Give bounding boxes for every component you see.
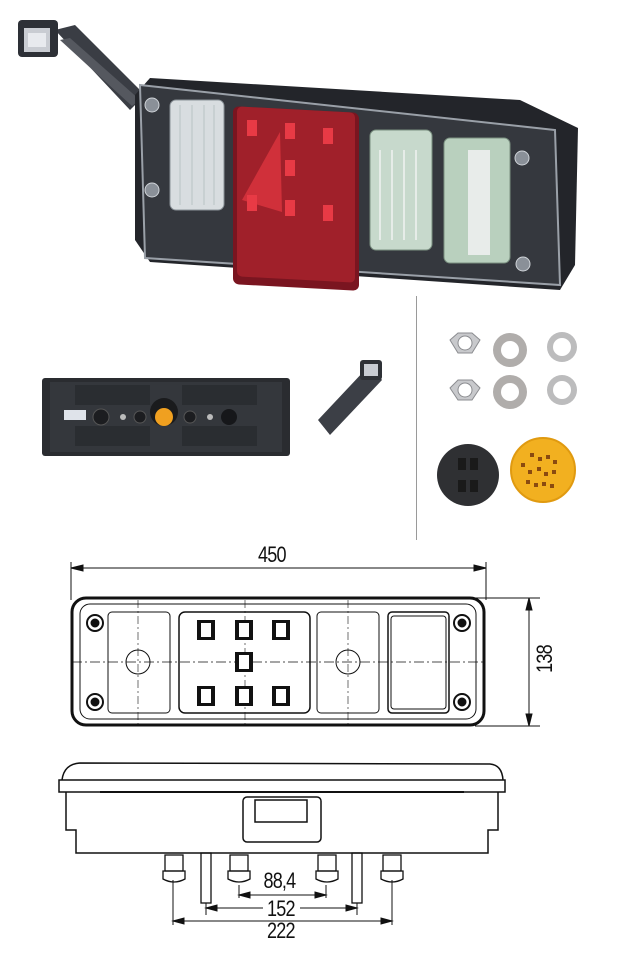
spring-washer-icon <box>547 332 577 362</box>
stud-spacing-152-label: 152 <box>267 896 295 921</box>
accessories-photo <box>420 300 620 530</box>
bottom-dimension-drawing: 88,4 152 222 <box>50 750 530 979</box>
width-dimension-label: 450 <box>258 542 286 567</box>
yellow-connector-icon <box>510 437 576 503</box>
rear-connector <box>155 408 173 426</box>
height-dimension-label: 138 <box>531 645 557 673</box>
flat-washer-icon <box>493 375 527 409</box>
hex-nut-icon <box>449 332 481 354</box>
outer-connector-spacing-222-label: 222 <box>267 918 295 943</box>
connector-spacing-88-4-label: 88,4 <box>263 868 296 893</box>
spring-washer-icon <box>547 375 577 405</box>
hex-nut-icon <box>449 379 481 401</box>
rear-lamp-photo <box>30 340 410 470</box>
front-dimension-drawing: 450 138 <box>50 540 570 740</box>
connector-cap-icon <box>437 444 499 506</box>
separator-line <box>416 296 417 540</box>
flat-washer-icon <box>493 333 527 367</box>
marker-arm <box>18 20 145 110</box>
front-lamp-photo <box>0 0 633 300</box>
